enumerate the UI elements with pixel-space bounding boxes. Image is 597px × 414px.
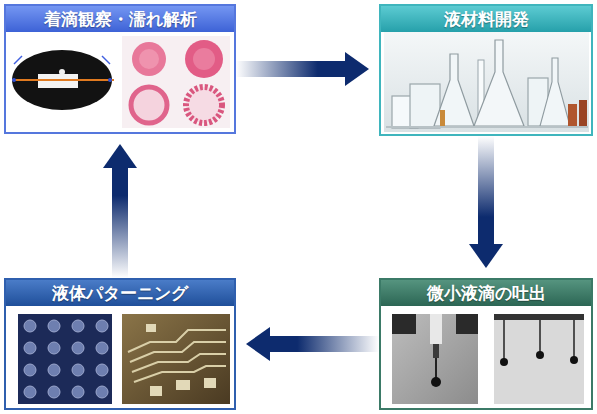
process-panel: 着滴観察・濡れ解析	[4, 4, 236, 134]
panel-heading: 液体パターニング	[6, 280, 234, 306]
flow-arrow	[270, 336, 379, 352]
panel-heading: 着滴観察・濡れ解析	[6, 6, 234, 32]
panel-heading: 微小液滴の吐出	[381, 280, 591, 306]
flow-arrow	[478, 136, 494, 244]
flow-arrow	[236, 61, 345, 77]
panel-heading: 液材料開発	[381, 6, 591, 32]
process-panel: 液体パターニング	[4, 278, 236, 410]
process-panel: 液材料開発	[379, 4, 593, 136]
flow-arrow	[112, 168, 128, 278]
process-panel: 微小液滴の吐出	[379, 278, 593, 410]
